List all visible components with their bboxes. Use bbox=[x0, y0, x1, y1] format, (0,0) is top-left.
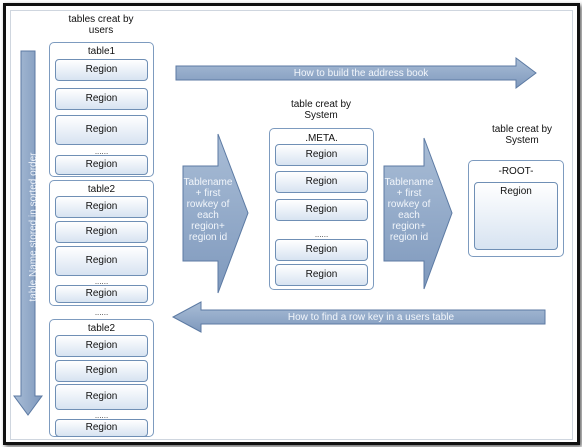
meta-ellipsis: ...... bbox=[314, 230, 329, 239]
meta-to-root-arrow bbox=[383, 137, 453, 290]
table2-region-1: Region bbox=[55, 196, 148, 218]
root-panel: -ROOT- Region bbox=[468, 160, 564, 257]
build-address-book-arrow bbox=[175, 57, 537, 89]
root-heading: table creat by System bbox=[491, 124, 553, 146]
meta-region-3: Region bbox=[275, 199, 368, 221]
table2-panel: table2 Region Region Region ...... Regio… bbox=[49, 180, 154, 306]
table3-ellipsis: ...... bbox=[94, 411, 109, 420]
sorted-order-arrow bbox=[13, 50, 43, 416]
build-address-book-label: How to build the address book bbox=[293, 68, 429, 79]
arrows-layer bbox=[13, 50, 546, 416]
table1-panel: table1 Region Region Region ...... Regio… bbox=[49, 42, 154, 177]
table3-region-3: Region bbox=[55, 384, 148, 410]
table2-ellipsis: ...... bbox=[94, 277, 109, 286]
meta-region-4: Region bbox=[275, 239, 368, 261]
table2-title: table2 bbox=[87, 184, 116, 195]
table1-region-3: Region bbox=[55, 115, 148, 145]
diagram-canvas: table Name stored in sorted order How to… bbox=[10, 10, 573, 440]
table2-region-4: Region bbox=[55, 285, 148, 303]
table2-region-3: Region bbox=[55, 246, 148, 276]
table3-title: table2 bbox=[87, 323, 116, 334]
sorted-order-label: table Name stored in sorted order bbox=[28, 152, 39, 302]
meta-region-1: Region bbox=[275, 144, 368, 166]
table1-region-1: Region bbox=[55, 59, 148, 81]
meta-title: .META. bbox=[305, 133, 338, 144]
users-to-meta-label: Tablename + first rowkey of each region+… bbox=[183, 177, 233, 243]
table1-region-2: Region bbox=[55, 88, 148, 110]
root-region: Region bbox=[474, 182, 558, 250]
diagram-frame: table Name stored in sorted order How to… bbox=[3, 3, 580, 445]
table1-ellipsis: ...... bbox=[94, 147, 109, 156]
meta-region-2: Region bbox=[275, 171, 368, 193]
users-to-meta-arrow bbox=[182, 133, 249, 294]
table1-region-4: Region bbox=[55, 155, 148, 175]
meta-heading: table creat by System bbox=[290, 99, 352, 121]
meta-region-5: Region bbox=[275, 264, 368, 286]
table3-region-4: Region bbox=[55, 419, 148, 437]
between-tables-ellipsis: ...... bbox=[94, 308, 109, 317]
table3-region-2: Region bbox=[55, 360, 148, 382]
users-heading: tables creat by users bbox=[68, 14, 134, 36]
find-row-key-label: How to find a row key in a users table bbox=[287, 312, 455, 323]
table1-title: table1 bbox=[87, 46, 116, 57]
table3-panel: table2 Region Region Region ...... Regio… bbox=[49, 319, 154, 437]
meta-panel: .META. Region Region Region ...... Regio… bbox=[269, 128, 374, 290]
root-title: -ROOT- bbox=[498, 166, 534, 177]
meta-to-root-label: Tablename + first rowkey of each region+… bbox=[384, 177, 434, 243]
table2-region-2: Region bbox=[55, 221, 148, 243]
table3-region-1: Region bbox=[55, 335, 148, 357]
find-row-key-arrow bbox=[171, 301, 546, 333]
